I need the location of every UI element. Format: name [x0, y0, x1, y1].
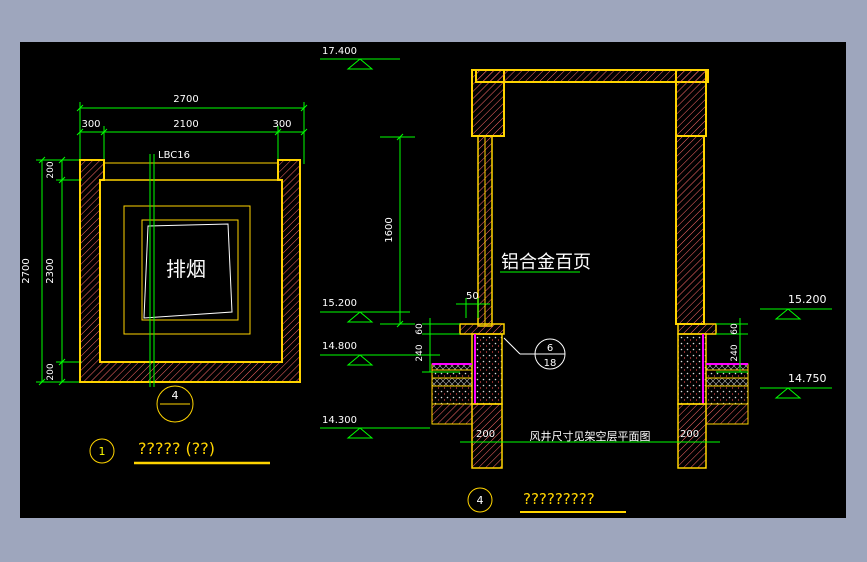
- right-parapet-cap: [677, 323, 717, 335]
- plan-left-dimensions: [36, 156, 82, 386]
- dim-60-left: 60: [415, 323, 425, 335]
- elev-1480: 14.800: [322, 341, 357, 352]
- section-view: 17.400 15.200 14.800 14.300 1600 铝合金百页 5…: [320, 46, 832, 513]
- louver-label: 铝合金百页: [501, 252, 591, 273]
- elevation-markers-left: [320, 58, 440, 439]
- dim-60-right: 60: [730, 323, 740, 335]
- section-title-number: 4: [477, 494, 484, 507]
- section-roof-slab: [475, 69, 709, 83]
- left-wall-base: [471, 403, 503, 469]
- dim-1600: [380, 133, 415, 328]
- section-wall-right: [675, 135, 705, 325]
- plan-smoke-label: 排烟: [166, 257, 206, 281]
- plan-dim-top-mid: 2100: [173, 119, 198, 130]
- dim-200-left: 200: [476, 429, 495, 440]
- right-wall-base: [677, 403, 707, 469]
- detail-top: 6: [547, 343, 553, 354]
- plan-dim-left-bottom: 200: [46, 363, 56, 380]
- plan-title-number: 1: [99, 445, 106, 458]
- left-roof-layers: [431, 363, 473, 425]
- plan-view: 2700 300 2100 300 2700 200 2300 200 排烟: [21, 94, 308, 465]
- plan-exhaust-inner: [141, 219, 239, 321]
- left-wall-concrete: [471, 333, 503, 405]
- plan-dim-top-right: 300: [272, 119, 291, 130]
- left-parapet-cap: [459, 323, 505, 335]
- elev-1430: 14.300: [322, 415, 357, 426]
- section-title-text: ?????????: [523, 490, 595, 508]
- plan-exhaust-hood: [143, 223, 233, 319]
- right-roof-layers: [705, 363, 749, 425]
- plan-dim-top-total: 2700: [173, 94, 198, 105]
- dim-240-right: 240: [730, 344, 740, 361]
- plan-section-circle: [156, 385, 194, 423]
- plan-lbc-label: LBC16: [158, 150, 190, 161]
- plan-section-marker: 4: [172, 389, 179, 402]
- plan-dim-left-mid: 2300: [45, 258, 56, 283]
- plan-dim-top-left: 300: [81, 119, 100, 130]
- shaft-note: 风井尺寸见架空层平面图: [530, 429, 651, 443]
- section-title-circle: [467, 487, 493, 513]
- section-wall-right-top: [675, 69, 707, 137]
- plan-dim-left-top: 200: [46, 161, 56, 178]
- plan-title-circle: [89, 438, 115, 464]
- plan-title-text: ????? (??): [138, 439, 215, 458]
- elev-top: 17.400: [322, 46, 357, 57]
- elevation-markers-right: [760, 308, 832, 399]
- dim-200-right: 200: [680, 429, 699, 440]
- dim-240-left: 240: [415, 344, 425, 361]
- right-wall-concrete: [677, 333, 707, 405]
- cad-drawing-canvas: 2700 300 2100 300 2700 200 2300 200 排烟: [20, 42, 846, 518]
- elev-1520-right: 15.200: [788, 293, 827, 306]
- plan-dim-left-total: 2700: [21, 258, 32, 283]
- plan-exhaust-outer: [123, 205, 251, 335]
- cad-drawing-svg: 2700 300 2100 300 2700 200 2300 200 排烟: [21, 46, 832, 513]
- detail-bottom: 18: [544, 358, 557, 369]
- elev-14750: 14.750: [788, 372, 827, 385]
- plan-top-dimensions: [76, 102, 308, 164]
- dim-1600-text: 1600: [384, 217, 395, 242]
- dim-50: 50: [466, 291, 479, 302]
- elev-1520-left: 15.200: [322, 298, 357, 309]
